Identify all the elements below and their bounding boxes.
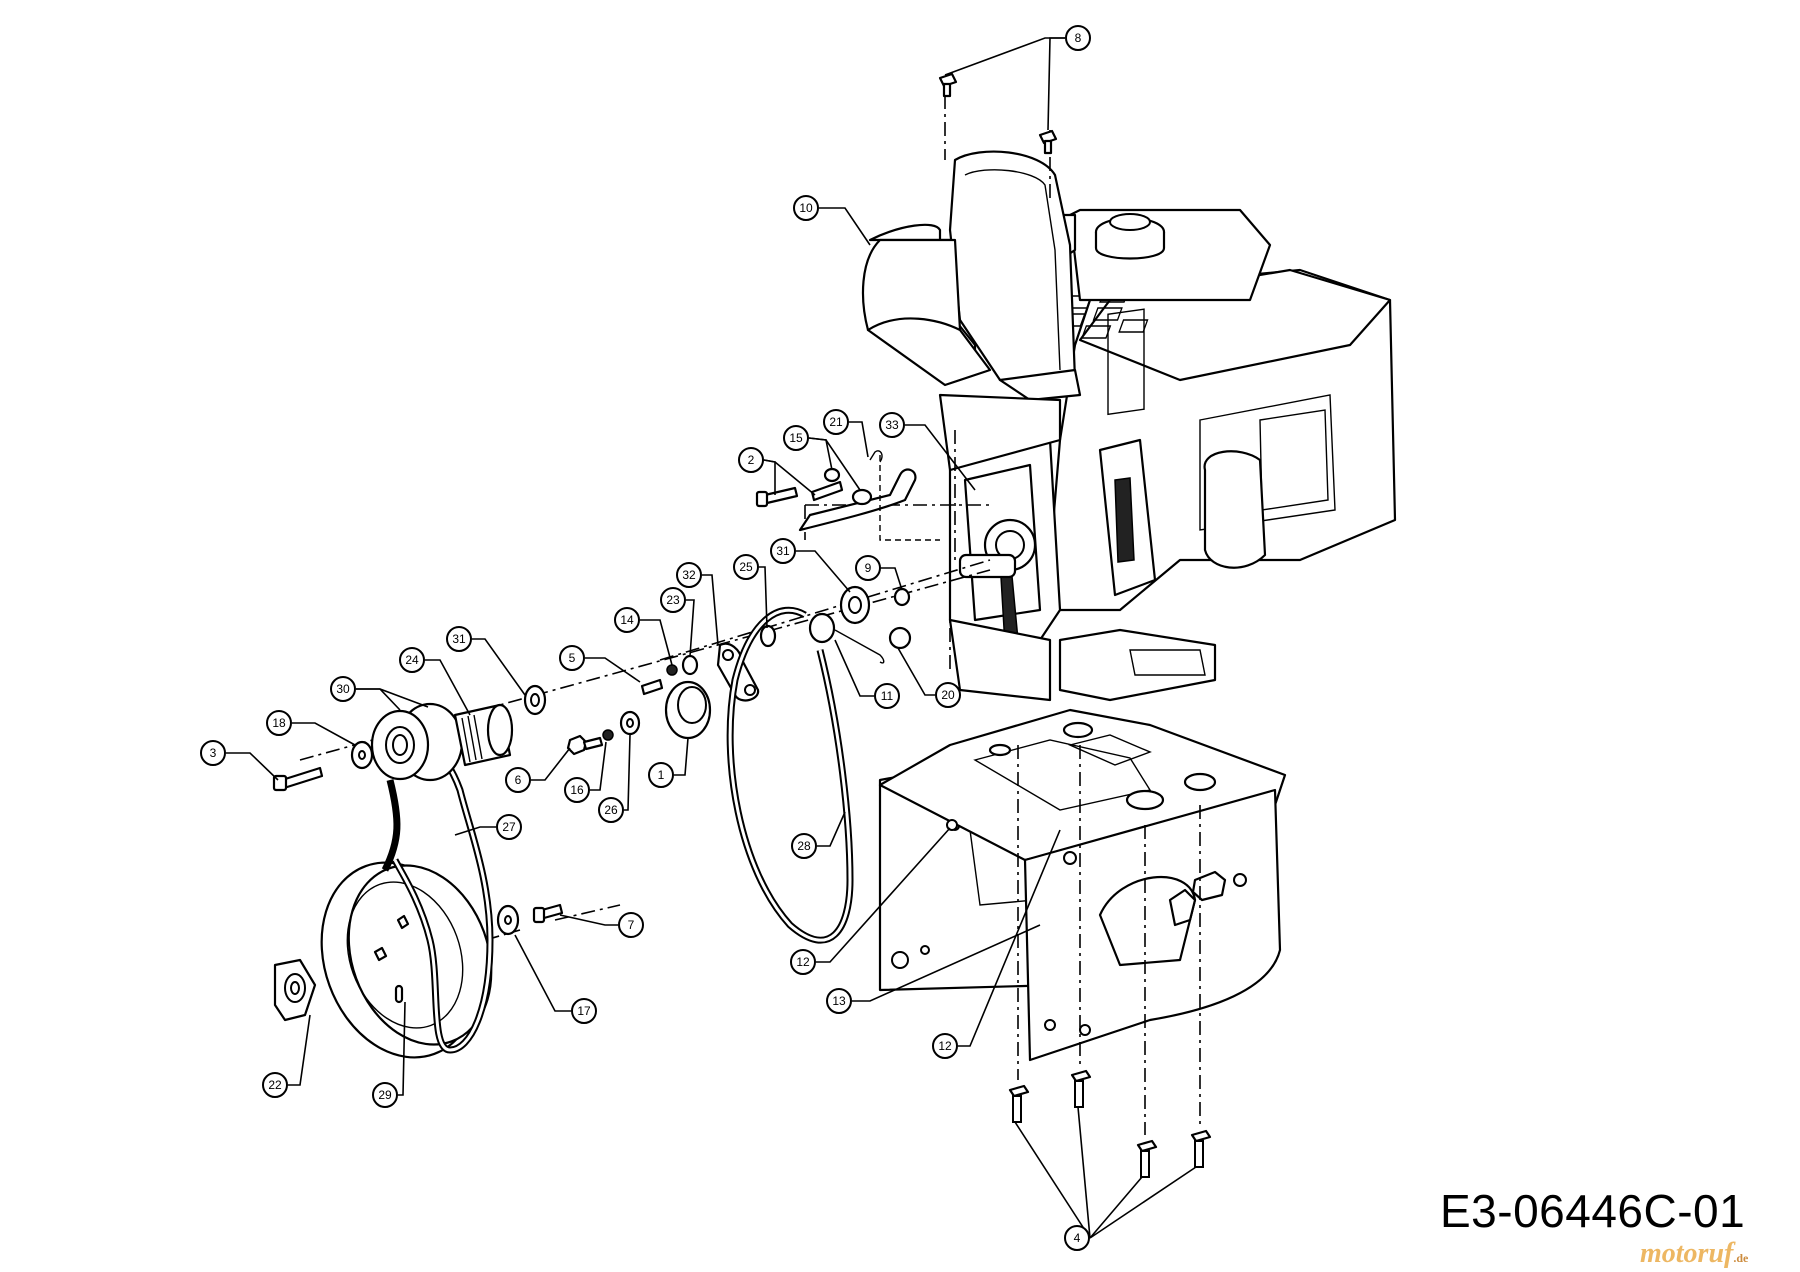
svg-text:2: 2 (748, 453, 755, 467)
svg-text:31: 31 (776, 544, 790, 558)
callout-23: 23 (660, 587, 686, 613)
watermark-logo: motoruf.de (1640, 1238, 1748, 1270)
drawing-number: E3-06446C-01 (1440, 1185, 1746, 1237)
callout-18: 18 (266, 710, 292, 736)
drive-parts (272, 72, 1212, 1178)
svg-text:30: 30 (336, 682, 350, 696)
svg-text:22: 22 (268, 1078, 282, 1092)
svg-text:17: 17 (577, 1004, 591, 1018)
svg-text:5: 5 (569, 651, 576, 665)
svg-text:23: 23 (666, 593, 680, 607)
svg-text:3: 3 (210, 746, 217, 760)
svg-text:21: 21 (829, 415, 843, 429)
svg-text:15: 15 (789, 431, 803, 445)
callout-32: 32 (676, 562, 702, 588)
callout-21: 21 (823, 409, 849, 435)
leader-lines (226, 37, 1197, 1239)
svg-text:8: 8 (1075, 31, 1082, 45)
svg-text:24: 24 (405, 653, 419, 667)
watermark-brand: motoruf (1640, 1238, 1734, 1269)
svg-text:28: 28 (797, 839, 811, 853)
callout-11: 11 (874, 683, 900, 709)
svg-text:33: 33 (885, 418, 899, 432)
callout-14: 14 (614, 607, 640, 633)
callout-12-lower: 12 (932, 1033, 958, 1059)
callout-27: 27 (496, 814, 522, 840)
svg-text:14: 14 (620, 613, 634, 627)
callout-31-lower: 31 (446, 626, 472, 652)
svg-text:31: 31 (452, 632, 466, 646)
callout-26: 26 (598, 797, 624, 823)
frame-plates (878, 708, 1287, 1062)
svg-text:25: 25 (739, 560, 753, 574)
svg-text:16: 16 (570, 783, 584, 797)
belt-cover (861, 150, 1082, 472)
svg-text:13: 13 (832, 994, 846, 1008)
callout-29: 29 (372, 1082, 398, 1108)
svg-text:9: 9 (865, 561, 872, 575)
svg-text:26: 26 (604, 803, 618, 817)
svg-text:32: 32 (682, 568, 696, 582)
callout-30: 30 (330, 676, 356, 702)
callout-8: 8 (1065, 25, 1091, 51)
callouts: 8 10 21 33 15 2 31 9 25 32 23 14 31 24 5… (200, 25, 1091, 1251)
svg-text:12: 12 (796, 955, 810, 969)
callout-6: 6 (505, 767, 531, 793)
callout-4: 4 (1064, 1225, 1090, 1251)
callout-2: 2 (738, 447, 764, 473)
svg-text:6: 6 (515, 773, 522, 787)
svg-text:29: 29 (378, 1088, 392, 1102)
svg-text:4: 4 (1074, 1231, 1081, 1245)
callout-10: 10 (793, 195, 819, 221)
watermark-tld: .de (1733, 1251, 1749, 1265)
svg-text:27: 27 (502, 820, 516, 834)
callout-33: 33 (879, 412, 905, 438)
callout-15: 15 (783, 425, 809, 451)
callout-17: 17 (571, 998, 597, 1024)
callout-25: 25 (733, 554, 759, 580)
callout-9: 9 (855, 555, 881, 581)
callout-1: 1 (648, 762, 674, 788)
svg-text:7: 7 (628, 918, 635, 932)
callout-16: 16 (564, 777, 590, 803)
svg-text:11: 11 (881, 689, 894, 703)
callout-13: 13 (826, 988, 852, 1014)
callout-28: 28 (791, 833, 817, 859)
engine-assembly (948, 208, 1397, 702)
callout-5: 5 (559, 645, 585, 671)
svg-text:1: 1 (658, 768, 665, 782)
callout-31-upper: 31 (770, 538, 796, 564)
svg-text:18: 18 (272, 716, 286, 730)
callout-3: 3 (200, 740, 226, 766)
callout-12-upper: 12 (790, 949, 816, 975)
callout-20: 20 (935, 682, 961, 708)
svg-text:12: 12 (938, 1039, 952, 1053)
svg-text:10: 10 (799, 201, 813, 215)
callout-7: 7 (618, 912, 644, 938)
callout-22: 22 (262, 1072, 288, 1098)
callout-24: 24 (399, 647, 425, 673)
svg-text:20: 20 (941, 688, 955, 702)
